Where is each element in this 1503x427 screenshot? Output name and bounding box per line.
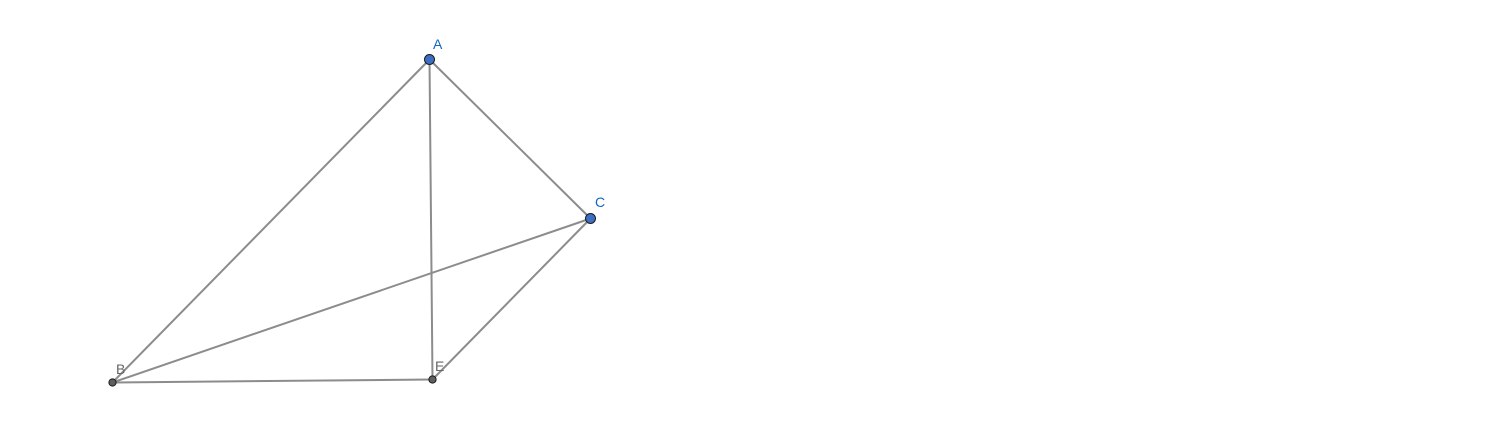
points-layer [108,54,596,387]
point-e [428,375,437,384]
point-label-c: C [595,194,605,210]
point-c[interactable] [585,213,596,224]
segments-layer [111,58,592,384]
segment-be [111,378,434,384]
point-a[interactable] [424,54,435,65]
segment-bc [111,217,592,384]
point-label-a: A [433,36,443,52]
labels-layer: A B C E [116,36,605,377]
point-label-b: B [116,361,125,377]
segment-ab [111,58,431,384]
segment-ac [428,58,592,220]
point-label-e: E [435,358,444,374]
point-b [108,378,117,387]
segment-ce [431,217,592,381]
segment-ae [428,58,434,381]
